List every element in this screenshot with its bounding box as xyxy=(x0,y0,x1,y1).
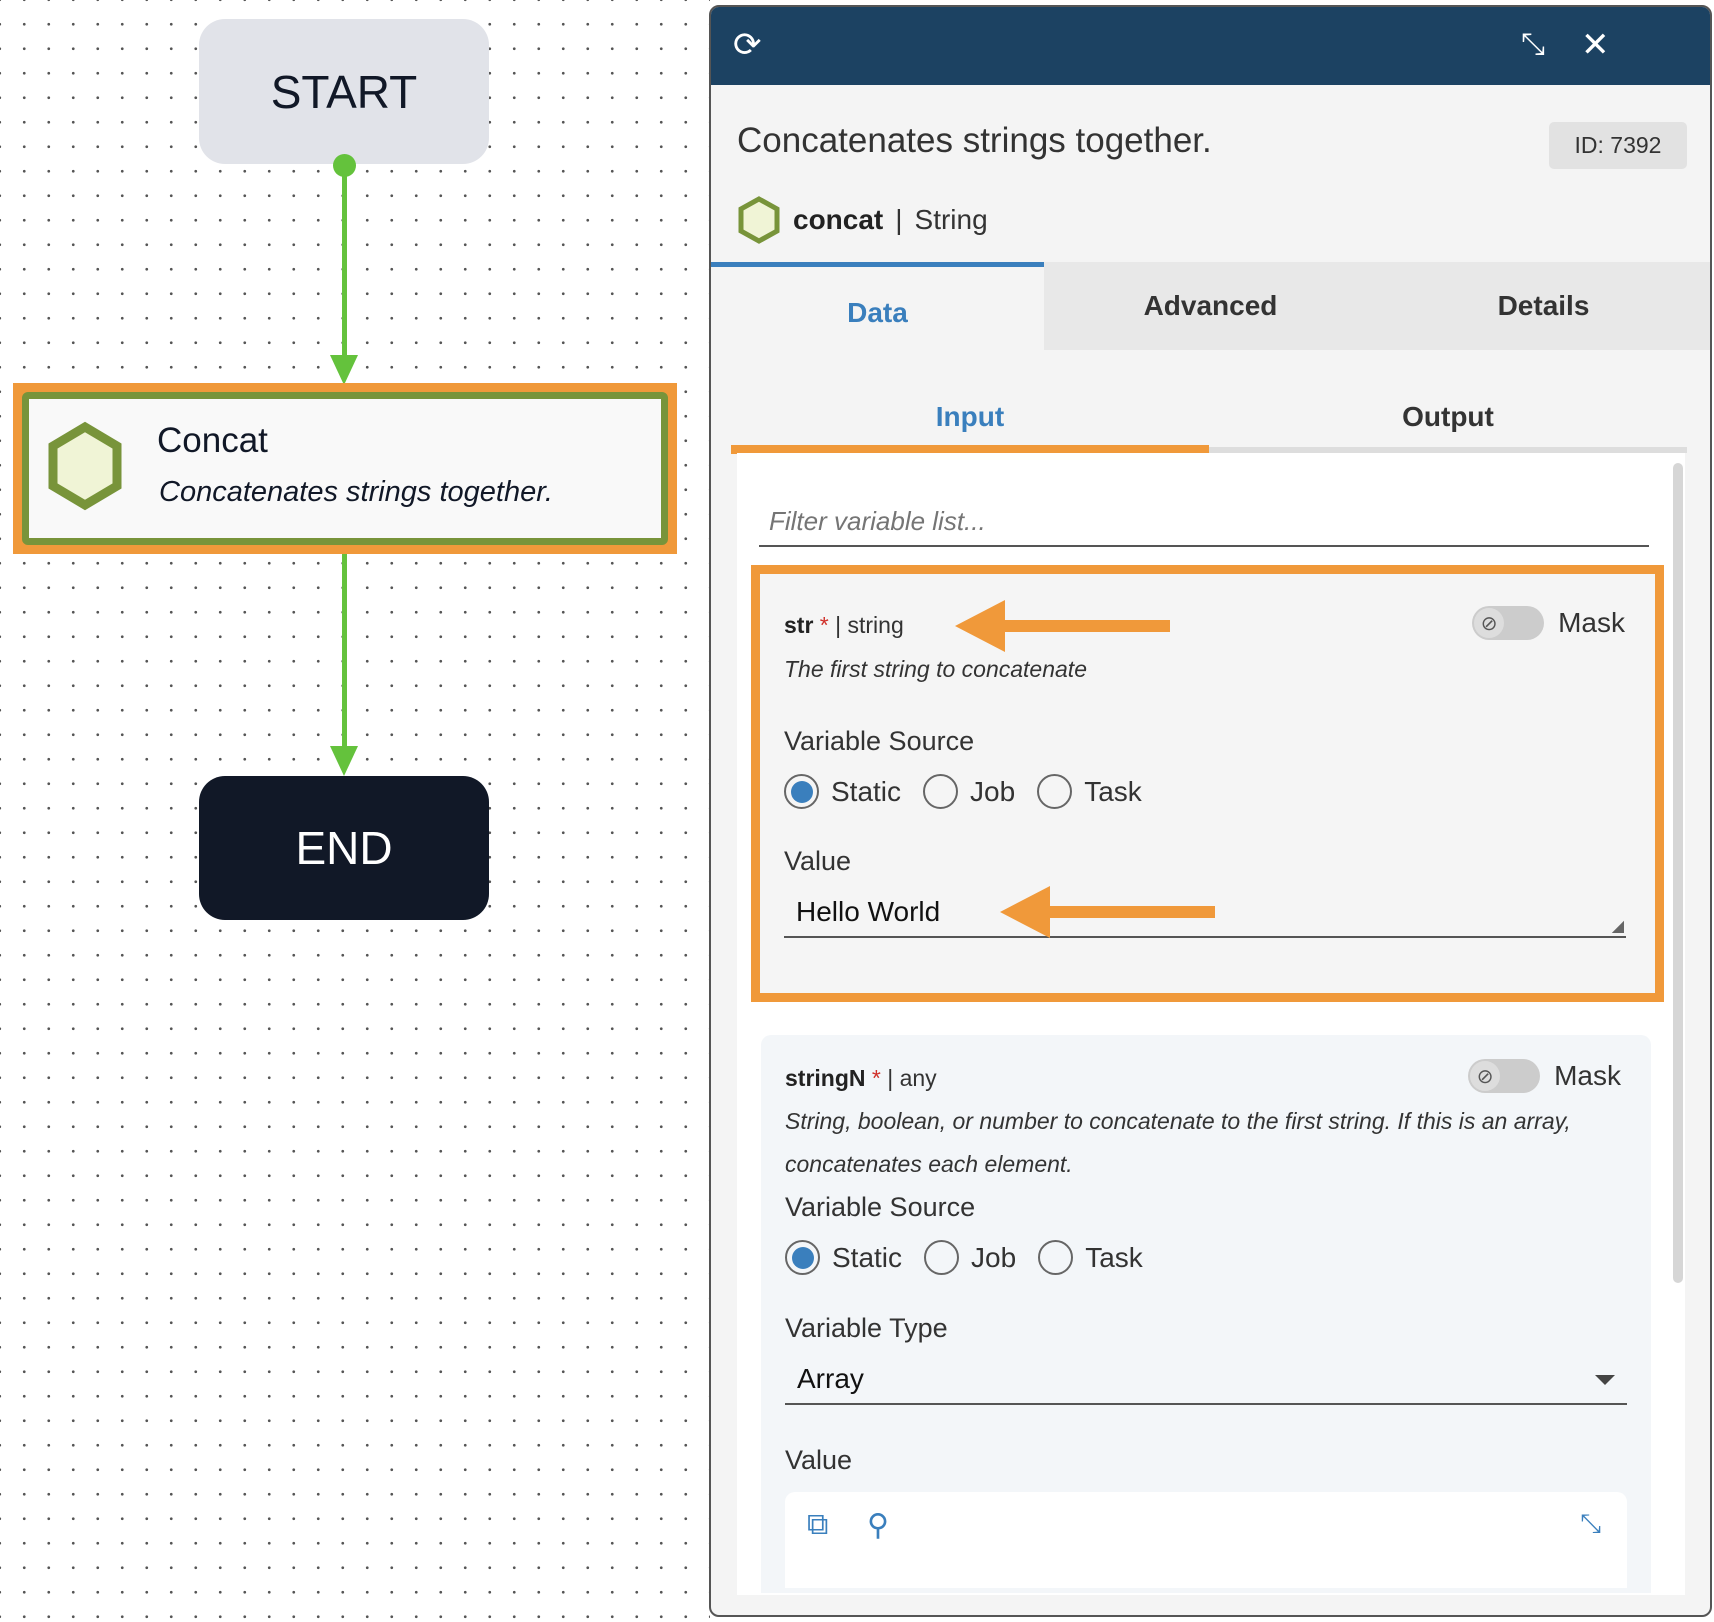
variable-type: | string xyxy=(835,612,904,638)
variable-card-stringN: stringN * | any ⊘ Mask String, boolean, o… xyxy=(761,1035,1651,1593)
resize-handle-icon[interactable]: ◢ xyxy=(1611,918,1624,935)
variable-name: stringN xyxy=(785,1065,866,1091)
close-icon[interactable]: ✕ xyxy=(1581,26,1610,64)
id-badge: ID: 7392 xyxy=(1549,122,1687,169)
value-input[interactable]: Hello World ◢ xyxy=(784,888,1626,938)
tab-data[interactable]: Data xyxy=(711,262,1044,350)
tab-details[interactable]: Details xyxy=(1377,262,1710,350)
highlight-box xyxy=(751,565,1664,1002)
start-label: START xyxy=(270,65,418,118)
copy-icon[interactable]: ⧉ xyxy=(807,1508,829,1541)
eye-off-icon: ⊘ xyxy=(1470,1061,1501,1091)
edge-start-concat xyxy=(342,160,347,360)
variable-name: str xyxy=(784,612,814,638)
variable-type-label: Variable Type xyxy=(785,1313,948,1343)
required-marker: * xyxy=(871,1065,881,1091)
mask-label: Mask xyxy=(1558,607,1625,638)
radio-static[interactable] xyxy=(785,1240,820,1275)
variable-card-str: str * | string ⊘ Mask The first string to… xyxy=(760,574,1655,993)
io-tabs: Input Output xyxy=(731,387,1687,454)
concat-node[interactable]: Concat Concatenates strings together. xyxy=(22,392,668,545)
annotation-arrow xyxy=(955,600,1170,652)
radio-job[interactable] xyxy=(923,774,959,809)
value-label: Value xyxy=(784,846,852,876)
radio-label: Static xyxy=(831,775,902,807)
mask-toggle[interactable]: ⊘ Mask xyxy=(1472,606,1625,640)
edge-arrowhead xyxy=(330,355,358,385)
edge-arrowhead xyxy=(330,746,358,776)
tab-advanced[interactable]: Advanced xyxy=(1044,262,1377,350)
end-node[interactable]: END xyxy=(199,776,489,920)
variable-type: | any xyxy=(887,1065,937,1091)
required-marker: * xyxy=(819,612,829,638)
task-name: concat xyxy=(793,204,884,235)
node-name: Concat xyxy=(157,421,268,460)
scrollbar[interactable] xyxy=(1673,463,1683,1283)
radio-label: Task xyxy=(1084,775,1142,807)
value-label: Value xyxy=(785,1445,853,1475)
mask-label: Mask xyxy=(1554,1060,1621,1091)
variable-label: str * | string xyxy=(784,612,904,639)
value-text: Hello World xyxy=(796,896,941,927)
selected-type: Array xyxy=(797,1363,864,1394)
annotation-arrow xyxy=(1000,886,1215,938)
panel-tabs: Data Advanced Details xyxy=(711,262,1710,350)
expand-icon[interactable]: ⤡ xyxy=(1580,1508,1601,1538)
variable-type-select[interactable]: Array xyxy=(785,1355,1627,1405)
start-node[interactable]: START xyxy=(199,19,489,164)
expand-icon[interactable]: ⤡ xyxy=(1521,28,1545,61)
filter-input[interactable] xyxy=(759,497,1649,547)
radio-task[interactable] xyxy=(1038,1240,1074,1275)
radio-label: Job xyxy=(970,775,1016,807)
radio-label: Static xyxy=(832,1241,903,1273)
variable-source-radio-group: Static Job Task xyxy=(785,1240,1165,1275)
task-info: concat | String xyxy=(737,195,988,245)
task-category: String xyxy=(914,204,988,235)
tab-output[interactable]: Output xyxy=(1402,401,1494,432)
task-panel: ⟳ ⤡ ✕ Concatenates strings together. ID:… xyxy=(709,5,1712,1617)
radio-label: Task xyxy=(1085,1241,1143,1273)
concat-node-highlight: Concat Concatenates strings together. xyxy=(13,383,677,554)
array-value-editor[interactable]: ⧉ ⚲ ⤡ xyxy=(785,1492,1627,1588)
panel-title: Concatenates strings together. xyxy=(737,121,1212,160)
variable-description: String, boolean, or number to concatenat… xyxy=(785,1108,1571,1177)
hexagon-icon xyxy=(738,196,780,244)
radio-label: Job xyxy=(971,1241,1017,1273)
variable-label: stringN * | any xyxy=(785,1065,937,1092)
search-icon[interactable]: ⚲ xyxy=(867,1509,889,1542)
mask-toggle[interactable]: ⊘ Mask xyxy=(1468,1059,1621,1093)
variable-source-radio-group: Static Job Task xyxy=(784,774,1164,809)
variable-description: The first string to concatenate xyxy=(784,656,1087,682)
start-connector[interactable] xyxy=(333,154,356,177)
panel-header: ⟳ ⤡ ✕ xyxy=(711,7,1710,85)
variable-source-label: Variable Source xyxy=(785,1192,976,1222)
eye-off-icon: ⊘ xyxy=(1474,608,1505,638)
radio-job[interactable] xyxy=(924,1240,960,1275)
radio-static[interactable] xyxy=(784,774,819,809)
radio-task[interactable] xyxy=(1037,774,1073,809)
end-label: END xyxy=(295,822,393,874)
node-description: Concatenates strings together. xyxy=(159,476,553,508)
edge-concat-end xyxy=(342,553,347,751)
chevron-down-icon xyxy=(1595,1375,1615,1385)
variable-source-label: Variable Source xyxy=(784,726,975,756)
input-list: str * | string ⊘ Mask The first string to… xyxy=(737,453,1685,1595)
separator: | xyxy=(895,204,903,235)
refresh-icon[interactable]: ⟳ xyxy=(733,26,762,64)
hexagon-icon xyxy=(48,421,122,511)
tab-input[interactable]: Input xyxy=(731,387,1209,454)
